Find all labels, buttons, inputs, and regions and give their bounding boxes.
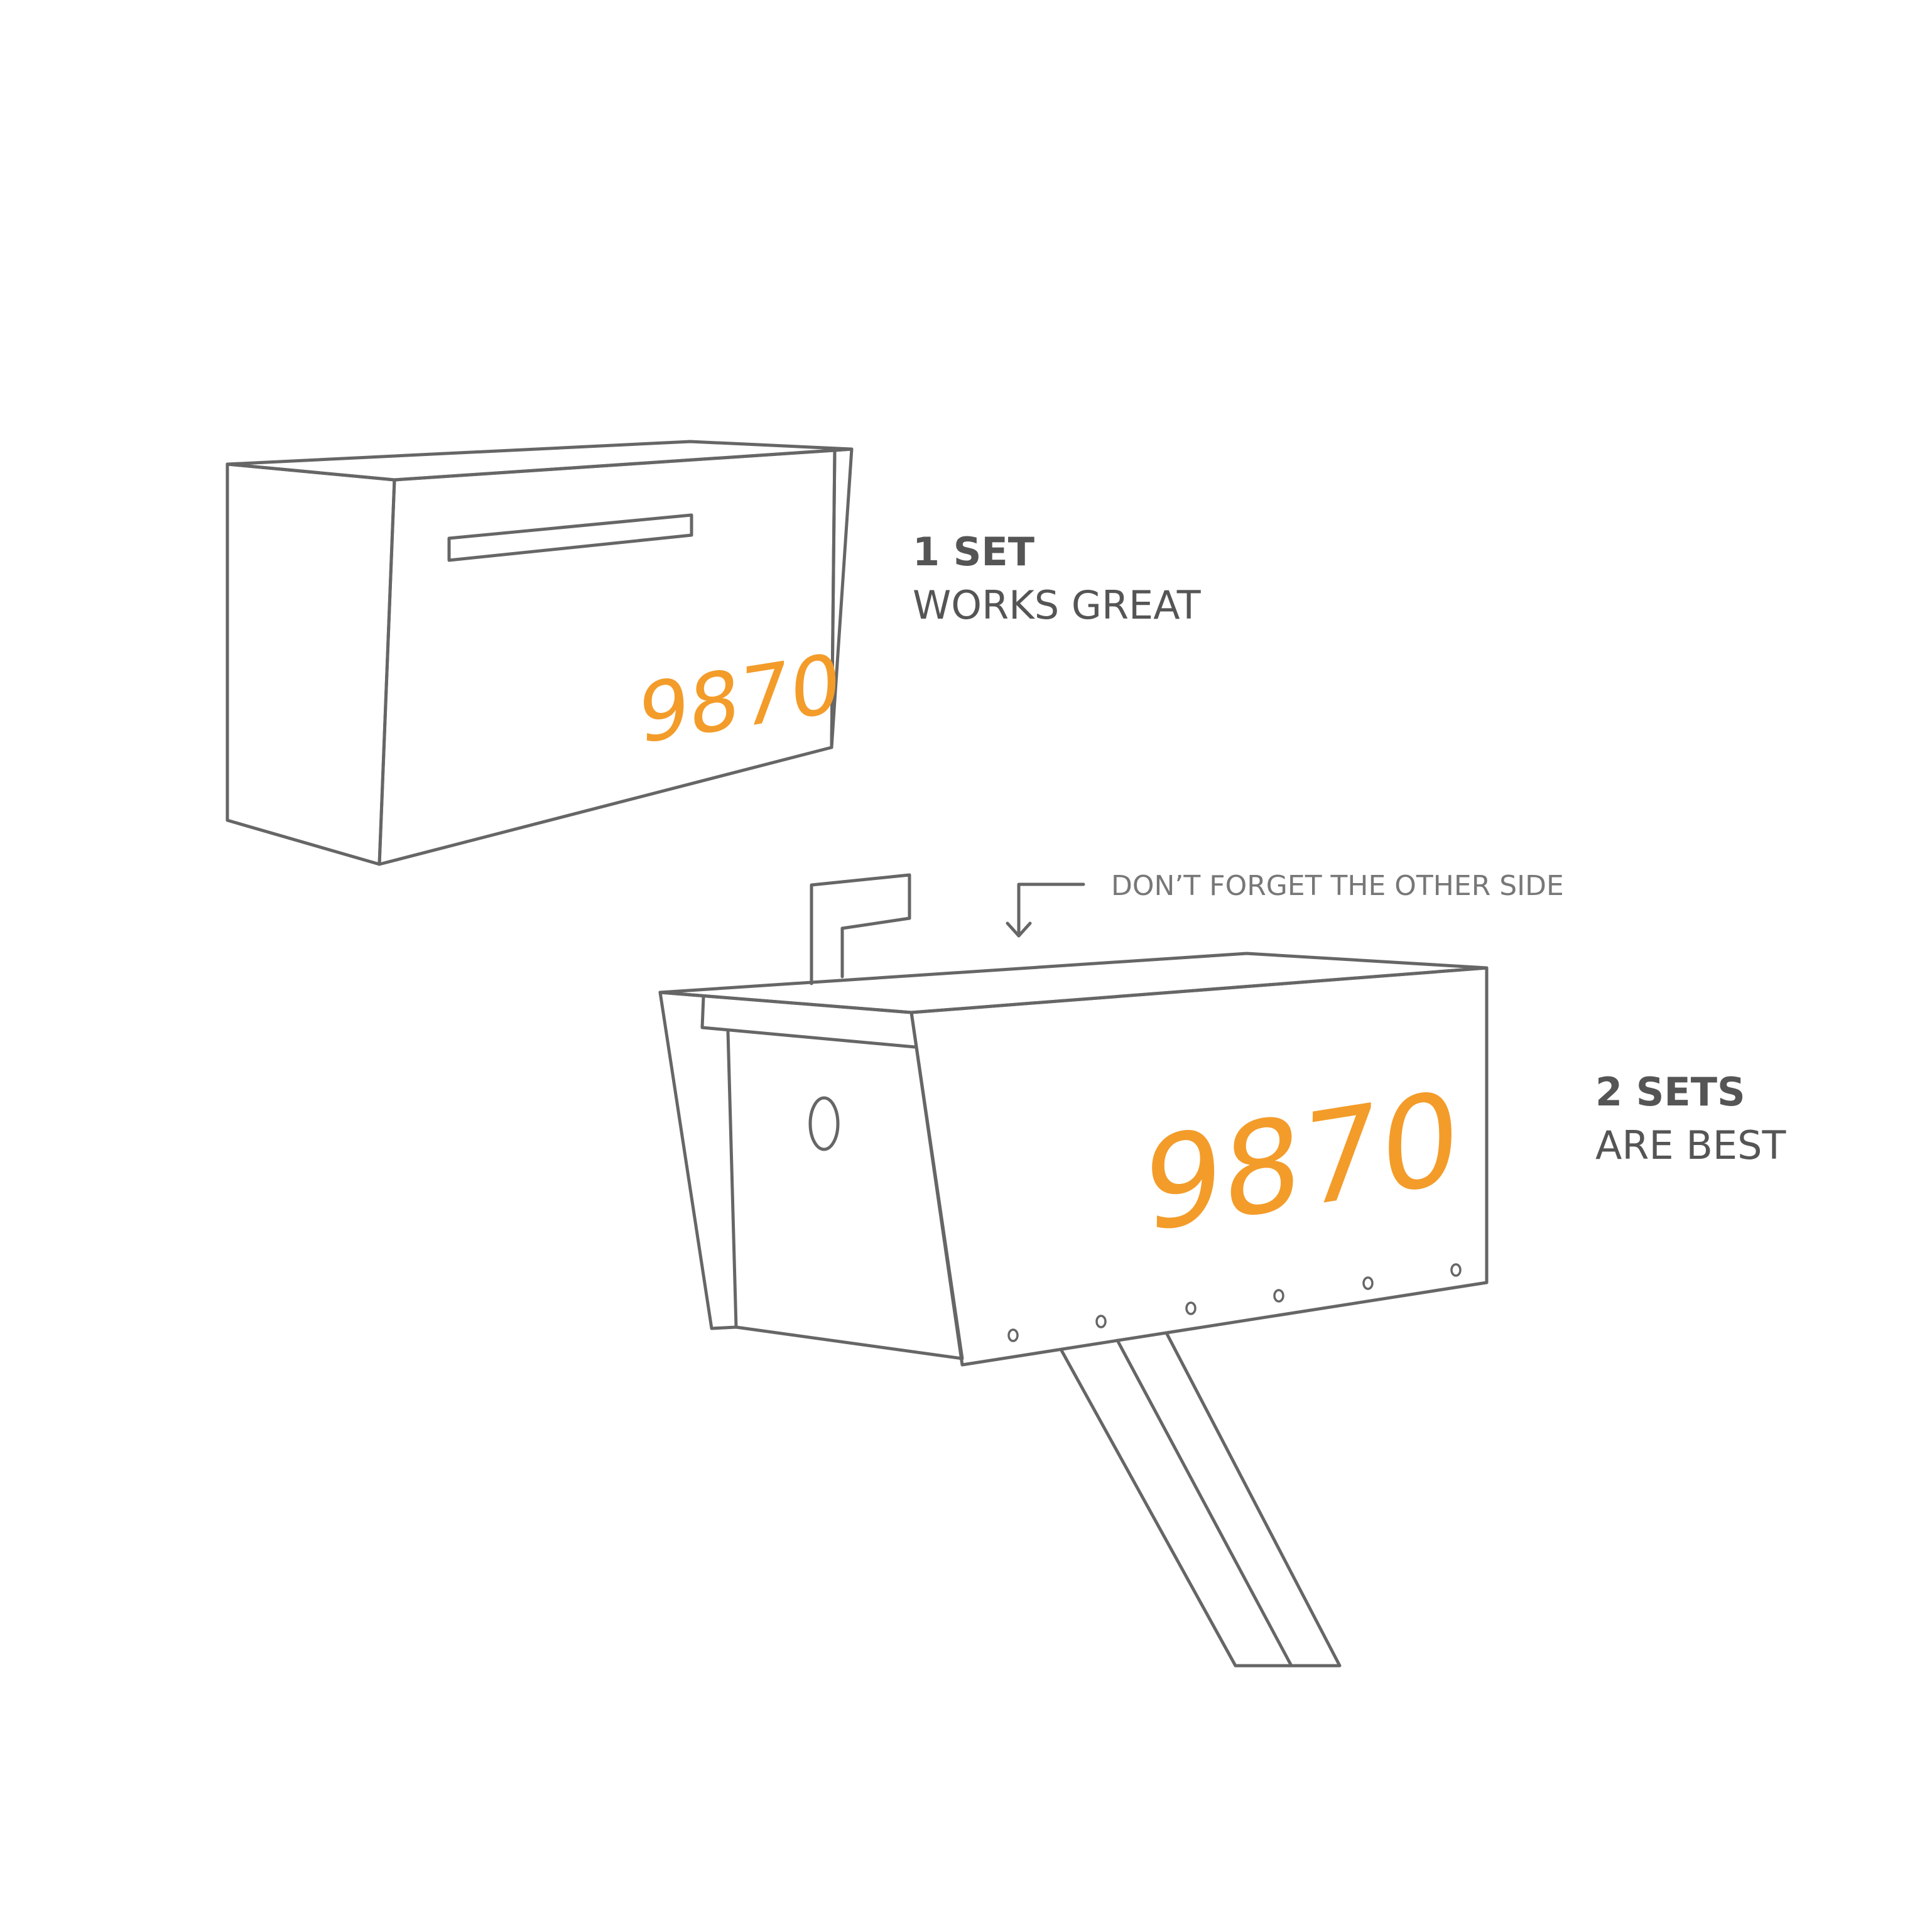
post-leg-right [1164,1331,1342,1668]
door-handle [808,1096,840,1151]
rivet [1095,1315,1107,1328]
callout-text: DON’T FORGET THE OTHER SIDE [1111,870,1564,902]
post-mailbox: 9870 [658,873,1489,1668]
label-two-sets: 2 SETS [1595,1069,1745,1115]
rivet [1185,1301,1197,1315]
post-mailbox-house-number: 9870 [1142,1063,1461,1261]
rivet-row [1007,1263,1462,1342]
rivet [1362,1276,1374,1290]
label-works-great: WORKS GREAT [913,582,1202,628]
mailbox-flag [810,873,911,985]
door-hinge-line [726,1029,738,1329]
arrow-down-icon [1006,921,1032,938]
label-one-set: 1 SET [913,529,1034,575]
post-mailbox-side-face [909,966,1489,1367]
rivet [1450,1263,1462,1277]
rivet [1273,1289,1284,1303]
wall-mailbox-left-face [225,462,396,866]
other-side-callout: DON’T FORGET THE OTHER SIDE [1006,870,1564,938]
callout-arrow-line [1017,882,1085,938]
rivet [1007,1328,1019,1342]
wall-mailbox-house-number: 9870 [638,636,841,762]
label-are-best: ARE BEST [1595,1122,1786,1168]
mailbox-door [658,990,964,1360]
wall-mailbox: 9870 [225,440,854,866]
mail-slot [447,513,693,562]
post-leg-left [1060,1338,1293,1668]
wall-mailbox-right-edge [830,447,854,749]
door-inner-edge [700,995,917,1049]
